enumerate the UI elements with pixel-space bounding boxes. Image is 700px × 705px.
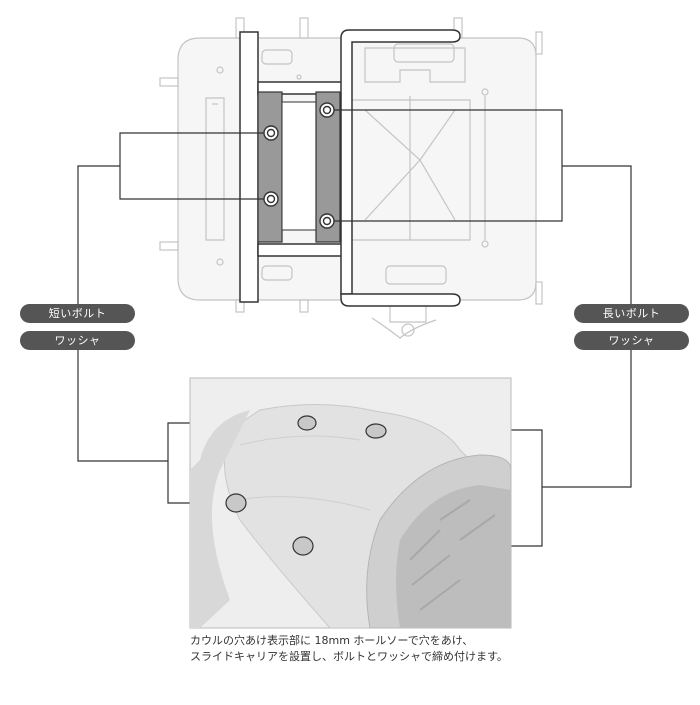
carrier-rails	[239, 29, 461, 307]
hole-mark-lower	[292, 536, 314, 556]
short-bolt-bracket	[257, 91, 317, 243]
caption-line-2: スライドキャリアを設置し、ボルトとワッシャで締め付けます。	[190, 650, 508, 663]
bolt-heads	[263, 102, 335, 229]
hole-mark-top-left	[297, 415, 317, 431]
label-long-bolt: 長いボルト	[574, 304, 689, 323]
label-short-bolt: 短いボルト	[20, 304, 135, 323]
caption-line-1: カウルの穴あけ表示部に 18mm ホールソーで穴をあけ、	[190, 634, 474, 647]
label-washer-right: ワッシャ	[574, 331, 689, 350]
drill-hole-marks	[225, 415, 387, 556]
hole-mark-mid-left	[225, 493, 247, 513]
hole-mark-top-right	[365, 423, 387, 439]
cowl-photo	[189, 377, 512, 629]
label-washer-left: ワッシャ	[20, 331, 135, 350]
